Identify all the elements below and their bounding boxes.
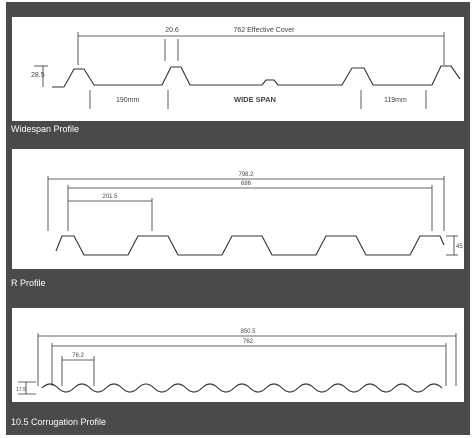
overall-label: 850.5 [240, 329, 256, 335]
depth-label: 17.5 [16, 387, 26, 393]
r-profile-panel: 798.2 686 201.5 45 [12, 149, 464, 269]
rib-top-label: 20.6 [165, 27, 179, 34]
profiles-sheet: 762 Effective Cover 20.6 28.5 190mm WIDE… [6, 2, 470, 435]
widespan-caption: Widespan Profile [11, 124, 80, 134]
profile-name-label: WIDE SPAN [234, 95, 276, 104]
r-profile-diagram: 798.2 686 201.5 45 [47, 172, 463, 256]
r-profile-line [55, 235, 445, 256]
cover-label: 686 [241, 181, 252, 187]
right-pan-label: 119mm [384, 97, 407, 104]
r-profile-caption: R Profile [11, 278, 46, 288]
depth-label: 45 [456, 244, 463, 250]
depth-label: 28.5 [31, 72, 45, 79]
widespan-diagram: 762 Effective Cover 20.6 28.5 190mm WIDE… [31, 27, 461, 109]
corrugation-caption: 10.5 Corrugation Profile [11, 417, 107, 427]
pitch-label: 201.5 [102, 194, 118, 200]
corrugation-panel: 850.5 762 76.2 17.5 [12, 308, 464, 402]
widespan-profile-line [52, 65, 461, 88]
widespan-panel: 762 Effective Cover 20.6 28.5 190mm WIDE… [12, 17, 464, 121]
overall-label: 798.2 [238, 172, 254, 178]
left-pan-label: 190mm [116, 97, 140, 104]
effective-cover-label: 762 Effective Cover [234, 27, 296, 34]
pitch-label: 76.2 [72, 353, 84, 359]
cover-label: 762 [243, 339, 254, 345]
corrugation-diagram: 850.5 762 76.2 17.5 [16, 329, 457, 395]
corrugation-profile-line [41, 383, 443, 393]
